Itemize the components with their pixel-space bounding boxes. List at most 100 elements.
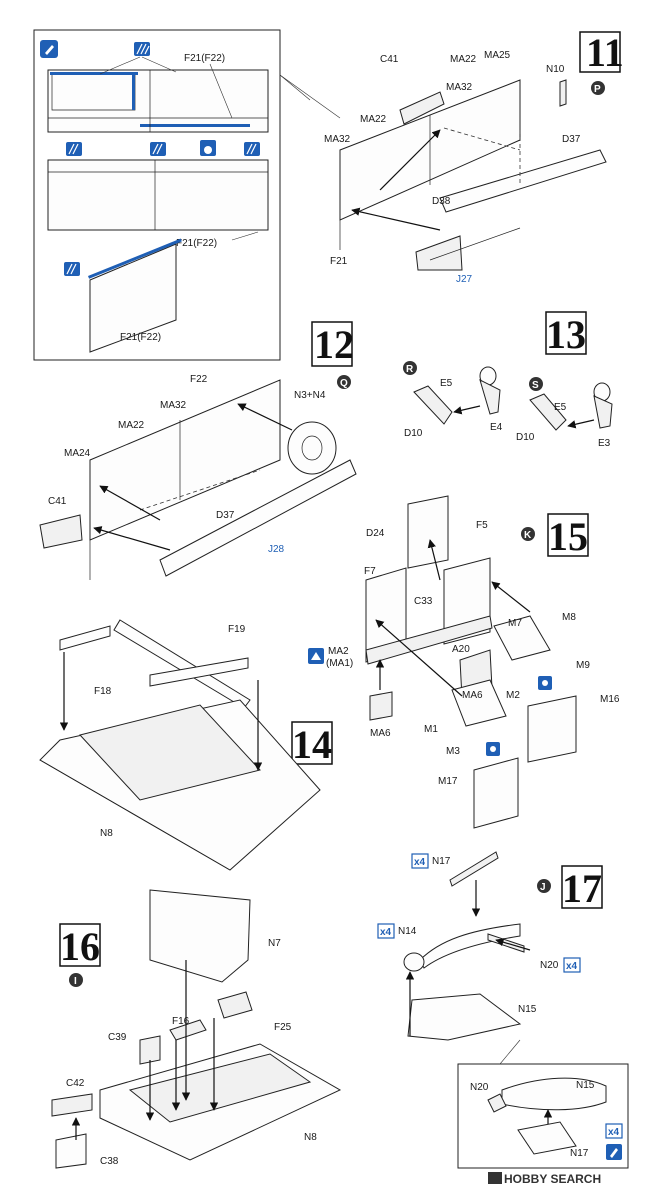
- label-a20: A20: [452, 644, 470, 655]
- label-c33: C33: [414, 596, 433, 607]
- label-j27: J27: [456, 274, 473, 285]
- fill-hole-icon: [538, 676, 552, 690]
- variant-letter-badge: [521, 527, 535, 541]
- variant-letter: K: [524, 530, 532, 541]
- step-number: 15: [548, 514, 588, 559]
- stripe-icon: [64, 262, 80, 276]
- label-c41: C41: [48, 496, 67, 507]
- stripe-icon: [150, 142, 166, 156]
- label-d10: D10: [516, 432, 535, 443]
- svg-text:x4: x4: [380, 927, 392, 938]
- label-f21-f22-bottom: F21(F22): [120, 332, 161, 343]
- label-d37: D37: [562, 134, 581, 145]
- variant-letter-badge: [591, 81, 605, 95]
- label-n8: N8: [304, 1132, 317, 1143]
- label-f21-f22-mid: F21(F22): [176, 238, 217, 249]
- label-f5: F5: [476, 520, 488, 531]
- label-f21: F21: [330, 256, 348, 267]
- step-15: 15 K D24 F5 F7 C33 MA2: [308, 495, 620, 829]
- variant-letter: P: [594, 84, 601, 95]
- stripe-icon: [244, 142, 260, 156]
- fill-hole-icon: [486, 742, 500, 756]
- label-m3: M3: [446, 746, 460, 757]
- label-f16: F16: [172, 1016, 190, 1027]
- variant-letter-badge: [69, 973, 83, 987]
- quantity-badge: x4: [563, 957, 581, 973]
- label-ma32: MA32: [446, 82, 473, 93]
- label-n15: N15: [576, 1080, 595, 1091]
- step-number: 16: [60, 924, 100, 969]
- label-ma6: MA6: [462, 690, 483, 701]
- quantity-badge: x4: [605, 1123, 623, 1139]
- label-n3-n4: N3+N4: [294, 390, 326, 401]
- label-f18: F18: [94, 686, 112, 697]
- label-n17: N17: [432, 856, 451, 867]
- step-17: 17 J x4 N17 x4 N14 x4 N20 N15: [377, 851, 629, 1169]
- step-13: 13 R S E5 D10 E4 E5 D10 E3: [403, 311, 613, 449]
- variant-letter: R: [406, 364, 414, 375]
- step-number: 14: [292, 722, 332, 767]
- label-ma32: MA32: [160, 400, 187, 411]
- label-m2: M2: [506, 690, 520, 701]
- label-ma25: MA25: [484, 50, 511, 61]
- variant-letter-badge: [537, 879, 551, 893]
- label-c42: C42: [66, 1078, 85, 1089]
- label-e4: E4: [490, 422, 503, 433]
- variant-letter-badge: [529, 377, 543, 391]
- label-ma2: MA2: [328, 646, 349, 657]
- variant-letter: Q: [340, 378, 348, 389]
- step-11: 11 P C41 MA22 MA25 N10 MA32 MA22 MA32 D3…: [324, 30, 624, 285]
- step-number: 17: [562, 866, 602, 911]
- step-number: 12: [314, 322, 354, 367]
- label-c38: C38: [100, 1156, 119, 1167]
- label-n20: N20: [540, 960, 559, 971]
- label-m7: M7: [508, 618, 522, 629]
- label-ma1: (MA1): [326, 658, 353, 669]
- cement-icon: [40, 40, 58, 58]
- label-f19: F19: [228, 624, 246, 635]
- label-c39: C39: [108, 1032, 127, 1043]
- label-n14: N14: [398, 926, 417, 937]
- label-m16: M16: [600, 694, 620, 705]
- quantity-badge: x4: [411, 853, 429, 869]
- label-n8: N8: [100, 828, 113, 839]
- label-f22: F22: [190, 374, 208, 385]
- watermark: HOBBY SEARCH: [488, 1172, 601, 1186]
- stripe-icon: [66, 142, 82, 156]
- label-n17: N17: [570, 1148, 589, 1159]
- label-f21-f22-top: F21(F22): [184, 53, 225, 64]
- label-ma22: MA22: [118, 420, 145, 431]
- label-f7: F7: [364, 566, 376, 577]
- variant-letter-badge: [403, 361, 417, 375]
- label-m9: M9: [576, 660, 590, 671]
- step-14: 14 F19 F18 N8: [39, 619, 333, 871]
- step-number: 13: [546, 312, 586, 357]
- watermark-text: HOBBY SEARCH: [504, 1172, 601, 1186]
- label-d24: D24: [366, 528, 385, 539]
- label-n15: N15: [518, 1004, 537, 1015]
- label-d37: D37: [216, 510, 235, 521]
- label-ma22: MA22: [450, 54, 477, 65]
- label-j28: J28: [268, 544, 285, 555]
- label-e5: E5: [440, 378, 453, 389]
- label-d10: D10: [404, 428, 423, 439]
- label-n10: N10: [546, 64, 565, 75]
- variant-letter: I: [74, 976, 77, 987]
- svg-text:x4: x4: [608, 1127, 620, 1138]
- bottom-view-icon: [308, 648, 324, 664]
- svg-text:x4: x4: [414, 857, 426, 868]
- label-c41: C41: [380, 54, 399, 65]
- fill-hole-icon: [200, 140, 216, 156]
- svg-text:x4: x4: [566, 961, 578, 972]
- variant-letter-badge: [337, 375, 351, 389]
- label-d38: D38: [432, 196, 451, 207]
- label-f25: F25: [274, 1022, 292, 1033]
- label-n7: N7: [268, 938, 281, 949]
- label-ma22: MA22: [360, 114, 387, 125]
- label-ma6: MA6: [370, 728, 391, 739]
- label-m1: M1: [424, 724, 438, 735]
- step-12: 12 Q F22 N3+N4 MA32 MA22 MA24 D37 C41 J2…: [39, 321, 357, 580]
- label-m17: M17: [438, 776, 458, 787]
- stripe-icon: [134, 42, 150, 56]
- label-e3: E3: [598, 438, 611, 449]
